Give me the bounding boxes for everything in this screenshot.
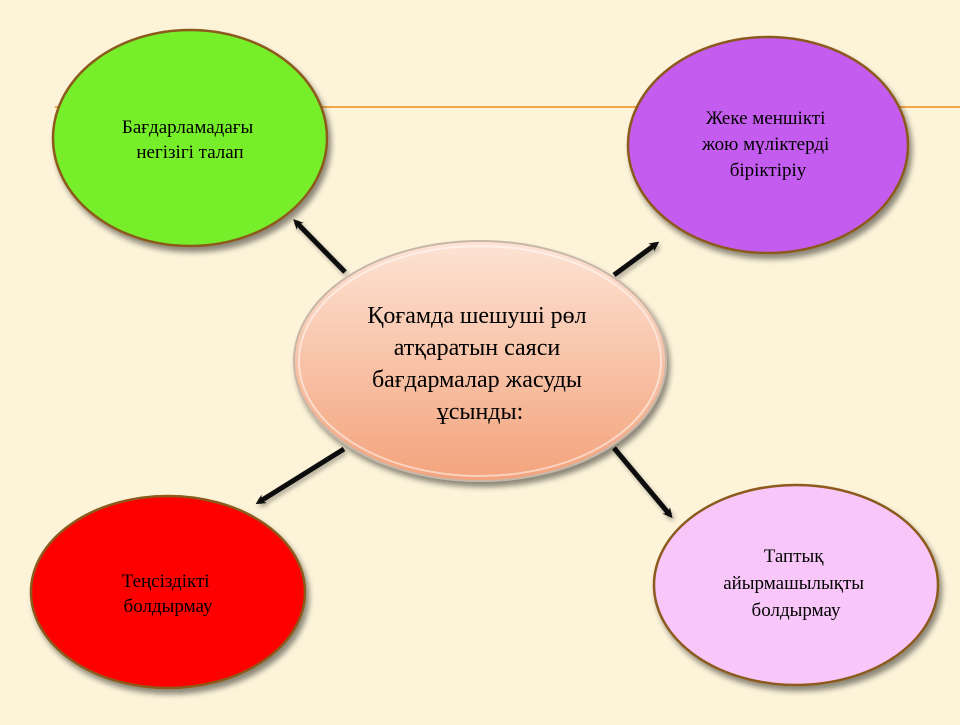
node-bottom-left-line-1: Теңсіздікті	[122, 571, 210, 592]
node-top-left-text: Бағдарламадағы негізігі талап	[122, 117, 258, 163]
arrow-to-top-right	[612, 241, 660, 278]
node-bottom-left: Теңсіздікті болдырмау	[29, 494, 307, 690]
node-center-rim	[298, 245, 662, 477]
arrow-to-top-left	[293, 219, 347, 274]
arrows	[255, 219, 673, 519]
node-center-ellipse	[293, 240, 667, 482]
node-top-right-text: Жеке меншікті жою мүліктерді біріктіріу	[701, 108, 834, 181]
node-bottom-right-line-2: айырмашылықты	[723, 573, 864, 594]
node-center-text: Қоғамда шешуші рөл атқаратын саяси бағда…	[367, 303, 592, 425]
node-center-line-3: бағдармалар жасуды	[372, 367, 582, 393]
node-top-right: Жеке меншікті жою мүліктерді біріктіріу	[626, 35, 910, 255]
arrow-to-bottom-right	[612, 446, 673, 519]
node-bottom-right-line-3: болдырмау	[752, 600, 841, 621]
node-top-right-ellipse	[626, 35, 910, 255]
node-top-right-line-2: жою мүліктерді	[701, 134, 829, 155]
node-center-line-4: ұсынды:	[437, 399, 524, 425]
node-bottom-right-ellipse	[652, 483, 940, 687]
node-bottom-left-text: Теңсіздікті болдырмау	[122, 571, 215, 617]
node-top-left: Бағдарламадағы негізігі талап	[51, 28, 329, 248]
node-bottom-left-ellipse	[29, 494, 307, 690]
node-bottom-right: Таптық айырмашылықты болдырмау	[652, 483, 940, 687]
node-top-left-line-2: негізігі талап	[136, 142, 243, 163]
node-top-right-line-3: біріктіріу	[730, 160, 807, 181]
node-center-line-2: атқаратын саяси	[394, 335, 561, 361]
node-bottom-right-text: Таптық айырмашылықты болдырмау	[723, 546, 869, 621]
arrow-to-bottom-left	[255, 446, 346, 505]
node-bottom-right-line-1: Таптық	[764, 546, 825, 567]
node-center: Қоғамда шешуші рөл атқаратын саяси бағда…	[293, 240, 667, 482]
node-top-left-ellipse	[51, 28, 329, 248]
node-top-left-line-1: Бағдарламадағы	[122, 117, 254, 138]
node-top-right-line-1: Жеке меншікті	[706, 108, 826, 129]
node-bottom-left-line-2: болдырмау	[124, 596, 213, 617]
node-center-line-1: Қоғамда шешуші рөл	[367, 303, 586, 329]
